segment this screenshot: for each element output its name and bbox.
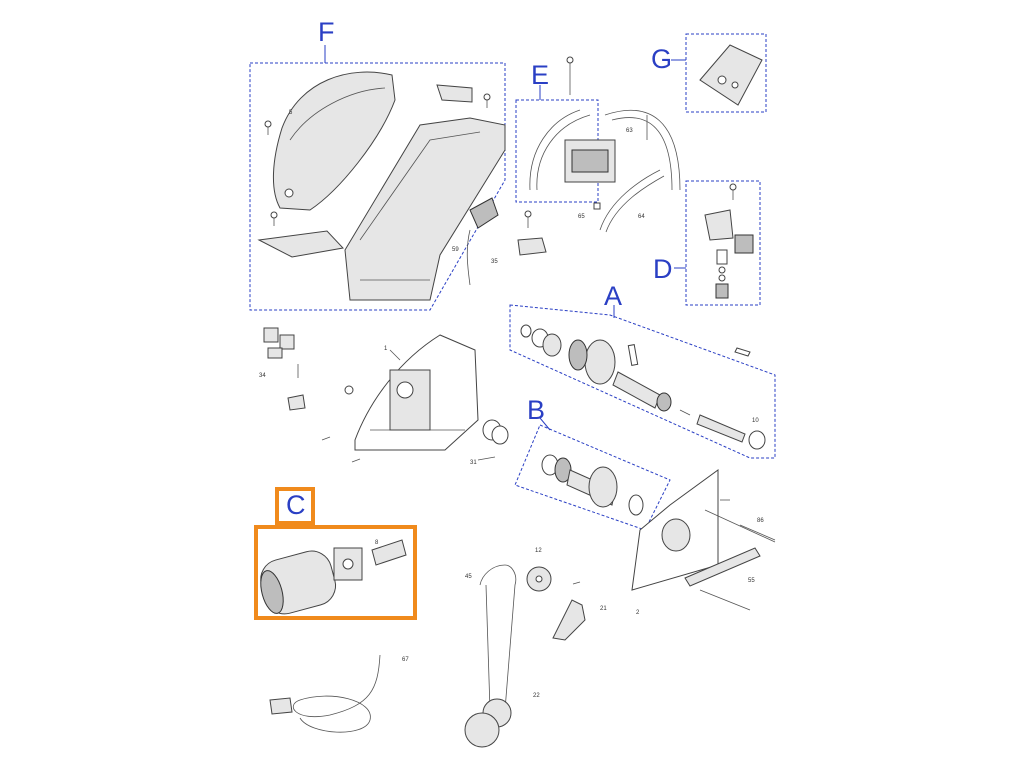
arm-part <box>684 547 761 587</box>
part-number: 55 <box>748 578 755 584</box>
group-d-dashed-box <box>685 180 761 306</box>
small-lid-part <box>436 84 473 103</box>
callout-a: A <box>604 281 623 311</box>
gear-part <box>584 339 616 385</box>
group-g-dashed-box <box>685 33 767 113</box>
part-number: 5 <box>289 110 293 116</box>
part-number: 45 <box>465 574 472 580</box>
terminal-block-part <box>517 237 547 256</box>
part-number: 10 <box>752 418 759 424</box>
terminal-part <box>287 394 306 411</box>
part-number: 67 <box>402 657 409 663</box>
callout-e: E <box>531 60 550 90</box>
limit-switch-part <box>704 209 734 241</box>
callout-f: F <box>318 17 335 47</box>
control-board-part <box>257 230 344 258</box>
bracket-part <box>469 197 499 229</box>
power-cable-part <box>292 654 381 733</box>
part-number: 63 <box>626 128 633 134</box>
b-gear-part <box>588 466 618 508</box>
cable-gland-part <box>263 327 295 359</box>
callout-c-box <box>275 487 315 525</box>
motor-part <box>260 539 407 615</box>
part-number: 12 <box>535 548 542 554</box>
main-housing-part <box>344 117 506 301</box>
part-number: 59 <box>452 247 459 253</box>
top-cover-part <box>273 71 396 211</box>
chain-part <box>479 564 517 711</box>
part-number: 8 <box>375 540 379 546</box>
part-number: 86 <box>757 518 764 524</box>
callout-b: B <box>527 395 546 425</box>
plug-part <box>269 697 293 715</box>
screw-part <box>264 93 491 226</box>
part-number: 22 <box>533 693 540 699</box>
bracket-21-part <box>552 599 586 641</box>
part-number: 2 <box>636 610 640 616</box>
group-c-highlight-box <box>254 525 417 620</box>
part-number: 64 <box>638 214 645 220</box>
callout-g: G <box>651 44 673 74</box>
part-number: 21 <box>600 606 607 612</box>
group-a-dashed-box <box>509 304 776 459</box>
part-number: 31 <box>470 460 477 466</box>
part-number: 1 <box>384 346 388 352</box>
control-unit-part <box>699 44 763 106</box>
callout-d: D <box>653 254 673 284</box>
part-number: 35 <box>491 259 498 265</box>
part-number: 34 <box>259 373 266 379</box>
part-number: 65 <box>578 214 585 220</box>
callout-c: C <box>286 490 306 520</box>
